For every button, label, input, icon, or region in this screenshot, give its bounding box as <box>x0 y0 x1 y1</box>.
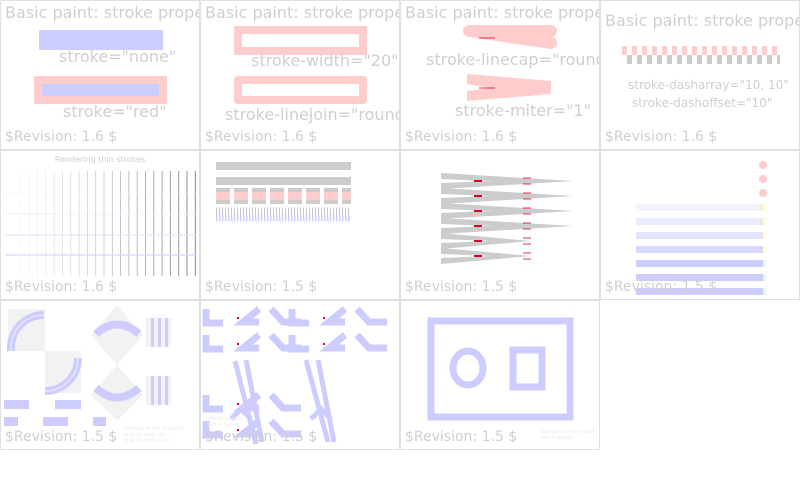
cell-title: Basic paint: stroke properties <box>605 11 800 30</box>
test-graphic <box>234 26 367 104</box>
linejoin-shape <box>202 309 223 327</box>
test-cell-miter-wedges[interactable]: $Revision: 1.5 $ <box>400 150 600 300</box>
linejoin-shape <box>202 335 223 353</box>
opacity-bar <box>636 260 763 267</box>
cell-title: Basic paint: stroke properties <box>405 3 600 22</box>
miter-wedge <box>441 218 573 234</box>
linejoin-shape <box>202 421 223 439</box>
marker-red <box>474 255 482 257</box>
test-graphic <box>441 173 573 264</box>
marker-red <box>474 180 482 182</box>
note-line-2: blue on gray: ok <box>124 432 165 438</box>
test-graphic <box>636 161 767 295</box>
test-cell-thin-strokes[interactable]: Rendering thin strokes $Revision: 1.6 $ <box>0 150 200 300</box>
test-cell-stroke-linecap[interactable]: Basic paint: stroke properties stroke-li… <box>400 0 600 150</box>
opacity-bar <box>636 218 763 225</box>
marker-red <box>474 225 482 227</box>
test-graphic <box>463 25 557 101</box>
miter-wedge <box>441 188 573 204</box>
linejoin-shape <box>233 332 262 352</box>
linejoin-shape <box>233 418 262 438</box>
linejoin-shape <box>354 306 387 326</box>
opacity-bar <box>636 232 763 239</box>
revision-label: $Revision: 1.5 $ <box>605 279 718 295</box>
test-cell-linejoin[interactable]: stroke-linejoin red = wrong $Revision: 1… <box>200 300 400 450</box>
marker-red <box>237 317 239 319</box>
linejoin-shape <box>354 332 387 352</box>
cell-title: Basic paint: stroke properties <box>205 3 400 22</box>
linejoin-shape <box>202 395 223 413</box>
revision-label: $Revision: 1.5 $ <box>405 429 518 445</box>
test-cell-dash-patterns[interactable]: $Revision: 1.5 $ <box>200 150 400 300</box>
test-graphic <box>4 305 171 426</box>
miter-wedge <box>441 203 573 219</box>
linejoin-shape <box>233 392 262 412</box>
test-cell-stroke-width[interactable]: Basic paint: stroke properties stroke-wi… <box>200 0 400 150</box>
linejoin-shape <box>319 332 348 352</box>
marker-red <box>237 429 239 431</box>
note-line-1: position of the markers: <box>124 426 184 432</box>
opacity-bar <box>636 274 763 281</box>
bar-cap <box>760 204 766 211</box>
marker-red <box>474 210 482 212</box>
label-stroke-linecap: stroke-linecap="round" <box>426 50 600 69</box>
linejoin-shape <box>233 306 262 326</box>
note-line-1: stroke-linejoin <box>208 416 244 422</box>
linejoin-shape <box>268 392 301 412</box>
marker-red <box>323 343 325 345</box>
opacity-bar <box>636 204 763 211</box>
note-line-1: position of the marker <box>541 429 597 435</box>
note-line-2: red = wrong <box>541 435 573 441</box>
label-stroke-width: stroke-width="20" <box>251 51 399 70</box>
revision-label: $Revision: 1.6 $ <box>405 129 518 145</box>
label-stroke-dasharray: stroke-dasharray="10, 10" <box>628 78 789 92</box>
label-stroke-none: stroke="none" <box>59 47 177 66</box>
note-line-2: red = wrong <box>208 422 240 428</box>
revision-label: $Revision: 1.5 $ <box>405 279 518 295</box>
opacity-bar <box>636 288 763 295</box>
revision-label: $Revision: 1.5 $ <box>205 279 318 295</box>
revision-label: $Revision: 1.5 $ <box>5 429 118 445</box>
opacity-bar <box>636 246 763 253</box>
test-graphic <box>202 306 387 445</box>
label-stroke-linejoin: stroke-linejoin="round" <box>225 105 400 124</box>
marker-red <box>323 317 325 319</box>
linejoin-shape <box>319 306 348 326</box>
linejoin-shape <box>268 418 301 438</box>
revision-label: $Revision: 1.6 $ <box>205 129 318 145</box>
test-cell-markers[interactable]: position of the markers: blue on gray: o… <box>0 300 200 450</box>
thin-strokes-grid <box>5 171 197 276</box>
label-stroke-red: stroke="red" <box>63 102 167 121</box>
cell-title: Rendering thin strokes <box>54 155 146 164</box>
bar-cap <box>760 218 766 225</box>
label-stroke-miter: stroke-miter="1" <box>455 101 591 120</box>
revision-label: $Revision: 1.6 $ <box>5 129 118 145</box>
revision-label: $Revision: 1.6 $ <box>5 279 118 295</box>
miter-wedge <box>441 248 531 264</box>
test-cell-opacity-bars[interactable]: $Revision: 1.5 $ <box>600 150 800 300</box>
revision-label: $Revision: 1.6 $ <box>605 129 718 145</box>
test-cell-stroke-dasharray[interactable]: Basic paint: stroke properties stroke-da… <box>600 0 800 150</box>
test-cell-stroke-none[interactable]: Basic paint: stroke properties stroke="n… <box>0 0 200 150</box>
test-graphic <box>216 162 351 222</box>
revision-label: $Revision: 1.5 $ <box>205 429 318 445</box>
test-cell-rect-circle[interactable]: position of the marker red = wrong $Revi… <box>400 300 600 450</box>
marker-red <box>237 403 239 405</box>
test-graphic <box>622 46 780 64</box>
label-stroke-dashoffset: stroke-dashoffset="10" <box>632 96 773 110</box>
test-graphic <box>34 30 167 104</box>
cell-title: Basic paint: stroke properties <box>5 3 200 22</box>
test-graphic <box>427 317 574 421</box>
note-line-3: blue on white: fail <box>124 438 169 444</box>
miter-wedge <box>441 233 531 249</box>
linejoin-shape <box>288 335 309 353</box>
miter-wedge <box>441 173 573 189</box>
marker-red <box>237 343 239 345</box>
linejoin-shape <box>288 309 309 327</box>
marker-red <box>474 240 482 242</box>
marker-red <box>474 195 482 197</box>
